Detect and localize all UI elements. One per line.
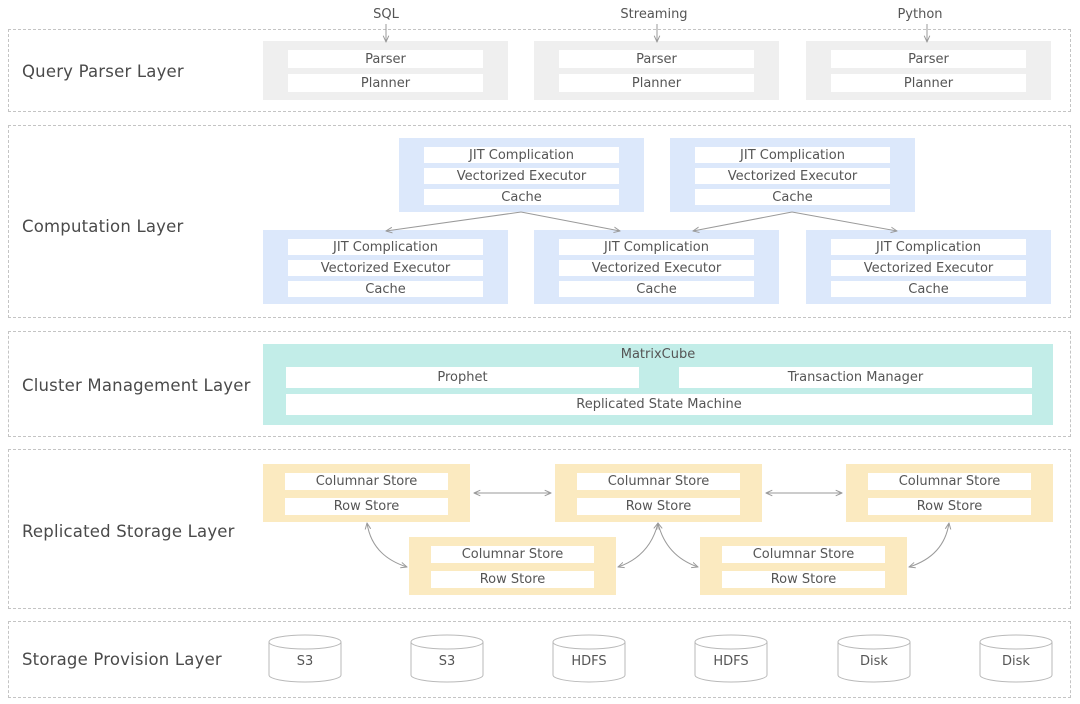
storage-node-upper: Columnar Store Row Store (555, 464, 762, 522)
jit-compilation-row: JIT Complication (288, 239, 483, 255)
columnar-store-row: Columnar Store (722, 546, 885, 563)
cache-row: Cache (695, 189, 890, 205)
jit-compilation-row: JIT Complication (424, 147, 619, 163)
arrow-storage-upper3-lower2 (909, 523, 949, 567)
parser-row: Parser (831, 50, 1026, 68)
storage-node-lower: Columnar Store Row Store (700, 537, 907, 595)
jit-compilation-row: JIT Complication (831, 239, 1026, 255)
layer-label-storage-provision: Storage Provision Layer (22, 650, 222, 669)
layer-label-computation: Computation Layer (22, 217, 184, 236)
row-store-row: Row Store (722, 571, 885, 588)
vectorized-executor-row: Vectorized Executor (831, 260, 1026, 276)
disk-label-s3: S3 (296, 654, 314, 669)
disk-label-hdfs: HDFS (713, 654, 749, 669)
arrow-compute-upper1-to-lower1 (386, 211, 522, 231)
disk-cylinder (979, 634, 1053, 683)
disk-label-disk: Disk (860, 654, 888, 669)
jit-compilation-row: JIT Complication (695, 147, 890, 163)
input-label-python: Python (897, 7, 943, 22)
disk-label-hdfs: HDFS (571, 654, 607, 669)
columnar-store-row: Columnar Store (577, 473, 740, 490)
columnar-store-row: Columnar Store (868, 473, 1031, 490)
storage-node-upper: Columnar Store Row Store (263, 464, 470, 522)
row-store-row: Row Store (577, 498, 740, 515)
parser-node: Parser Planner (806, 41, 1051, 100)
compute-node-upper: JIT Complication Vectorized Executor Cac… (399, 138, 644, 212)
cache-row: Cache (831, 281, 1026, 297)
compute-node-lower: JIT Complication Vectorized Executor Cac… (534, 230, 779, 304)
cache-row: Cache (424, 189, 619, 205)
layer-label-replicated-storage: Replicated Storage Layer (22, 522, 235, 541)
jit-compilation-row: JIT Complication (559, 239, 754, 255)
matrixcube-title: MatrixCube (620, 347, 696, 362)
disk-label-s3: S3 (438, 654, 456, 669)
input-label-sql: SQL (373, 7, 399, 22)
storage-node-lower: Columnar Store Row Store (409, 537, 616, 595)
row-store-row: Row Store (868, 498, 1031, 515)
layer-label-query-parser: Query Parser Layer (22, 62, 184, 81)
disk-label-disk: Disk (1002, 654, 1030, 669)
compute-node-lower: JIT Complication Vectorized Executor Cac… (263, 230, 508, 304)
vectorized-executor-row: Vectorized Executor (288, 260, 483, 276)
columnar-store-row: Columnar Store (285, 473, 448, 490)
transaction-manager-row: Transaction Manager (679, 367, 1032, 388)
cluster-management-layer (8, 331, 1071, 437)
row-store-row: Row Store (431, 571, 594, 588)
arrow-storage-upper2-lower2 (658, 523, 698, 567)
cache-row: Cache (288, 281, 483, 297)
arrow-compute-upper2-to-lower3 (791, 211, 897, 231)
storage-provision-layer (8, 621, 1071, 698)
parser-node: Parser Planner (263, 41, 508, 100)
parser-row: Parser (288, 50, 483, 68)
columnar-store-row: Columnar Store (431, 546, 594, 563)
arrow-storage-upper1-lower1 (367, 523, 407, 567)
computation-layer (8, 125, 1071, 318)
storage-node-upper: Columnar Store Row Store (846, 464, 1053, 522)
input-label-streaming: Streaming (620, 7, 688, 22)
planner-row: Planner (559, 74, 754, 92)
row-store-row: Row Store (285, 498, 448, 515)
parser-row: Parser (559, 50, 754, 68)
compute-node-lower: JIT Complication Vectorized Executor Cac… (806, 230, 1051, 304)
matrixcube-block: MatrixCube Prophet Transaction Manager R… (263, 344, 1053, 425)
planner-row: Planner (831, 74, 1026, 92)
query-parser-layer (8, 29, 1071, 112)
prophet-row: Prophet (286, 367, 639, 388)
replicated-state-machine-row: Replicated State Machine (286, 394, 1032, 415)
arrow-compute-upper2-to-lower2 (693, 211, 793, 231)
disk-cylinder (552, 634, 626, 683)
arrow-storage-upper2-lower1 (618, 523, 658, 567)
vectorized-executor-row: Vectorized Executor (695, 168, 890, 184)
parser-node: Parser Planner (534, 41, 779, 100)
disk-cylinder (410, 634, 484, 683)
vectorized-executor-row: Vectorized Executor (559, 260, 754, 276)
disk-cylinder (837, 634, 911, 683)
layer-label-cluster-management: Cluster Management Layer (22, 376, 251, 395)
arrow-compute-upper1-to-lower2 (520, 211, 620, 231)
disk-cylinder (268, 634, 342, 683)
compute-node-upper: JIT Complication Vectorized Executor Cac… (670, 138, 915, 212)
vectorized-executor-row: Vectorized Executor (424, 168, 619, 184)
disk-cylinder (694, 634, 768, 683)
planner-row: Planner (288, 74, 483, 92)
cache-row: Cache (559, 281, 754, 297)
replicated-storage-layer (8, 449, 1071, 609)
